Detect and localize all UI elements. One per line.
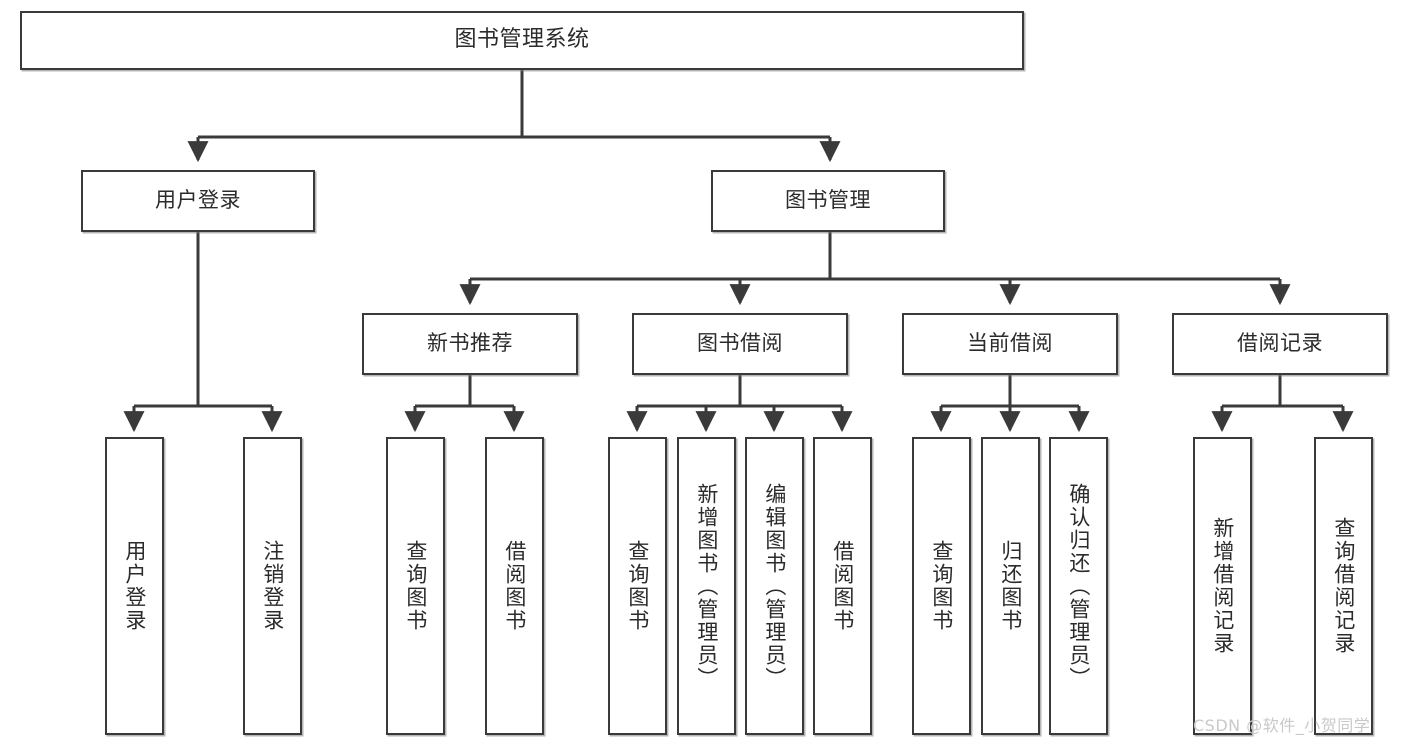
node-label: 新书推荐 [427,331,513,356]
leaf-user-login-logout[interactable]: 注销登录 [243,437,302,735]
node-label: 确认归还（管理员） [1066,482,1091,690]
leaf-current-borrow-return-book[interactable]: 归还图书 [981,437,1040,735]
leaf-user-login-do-login[interactable]: 用户登录 [105,437,164,735]
leaf-book-borrow-borrow-book[interactable]: 借阅图书 [813,437,872,735]
node-root-book-management-system[interactable]: 图书管理系统 [20,11,1024,70]
node-label: 编辑图书（管理员） [762,482,787,690]
node-label: 查询借阅记录 [1331,517,1356,655]
node-label: 借阅记录 [1237,331,1323,356]
node-label: 用户登录 [155,188,241,213]
leaf-current-borrow-confirm-return-admin[interactable]: 确认归还（管理员） [1049,437,1108,735]
node-user-login[interactable]: 用户登录 [81,170,315,232]
node-label: 图书管理 [785,188,871,213]
leaf-new-book-borrow-book[interactable]: 借阅图书 [485,437,544,735]
node-borrow-record[interactable]: 借阅记录 [1172,313,1388,375]
leaf-new-book-query-book[interactable]: 查询图书 [386,437,445,735]
node-book-management[interactable]: 图书管理 [711,170,945,232]
leaf-book-borrow-edit-book-admin[interactable]: 编辑图书（管理员） [745,437,804,735]
leaf-book-borrow-add-book-admin[interactable]: 新增图书（管理员） [677,437,736,735]
node-label: 查询图书 [929,540,954,632]
node-new-book-recommend[interactable]: 新书推荐 [362,313,578,375]
node-label: 新增借阅记录 [1210,517,1235,655]
node-label: 借阅图书 [830,540,855,632]
leaf-current-borrow-query-book[interactable]: 查询图书 [912,437,971,735]
node-label: 查询图书 [625,540,650,632]
leaf-book-borrow-query-book[interactable]: 查询图书 [608,437,667,735]
node-label: 图书借阅 [697,331,783,356]
leaf-borrow-record-query-record[interactable]: 查询借阅记录 [1314,437,1373,735]
watermark: CSDN @软件_小贺同学 [1193,716,1371,735]
node-current-borrow[interactable]: 当前借阅 [902,313,1118,375]
node-label: 当前借阅 [967,331,1053,356]
node-label: 用户登录 [122,540,147,632]
node-label: 注销登录 [260,540,285,632]
node-label: 新增图书（管理员） [694,482,719,690]
node-label: 查询图书 [403,540,428,632]
node-book-borrow[interactable]: 图书借阅 [632,313,848,375]
node-label: 图书管理系统 [454,27,590,53]
node-label: 归还图书 [998,540,1023,632]
node-label: 借阅图书 [502,540,527,632]
leaf-borrow-record-add-record[interactable]: 新增借阅记录 [1193,437,1252,735]
